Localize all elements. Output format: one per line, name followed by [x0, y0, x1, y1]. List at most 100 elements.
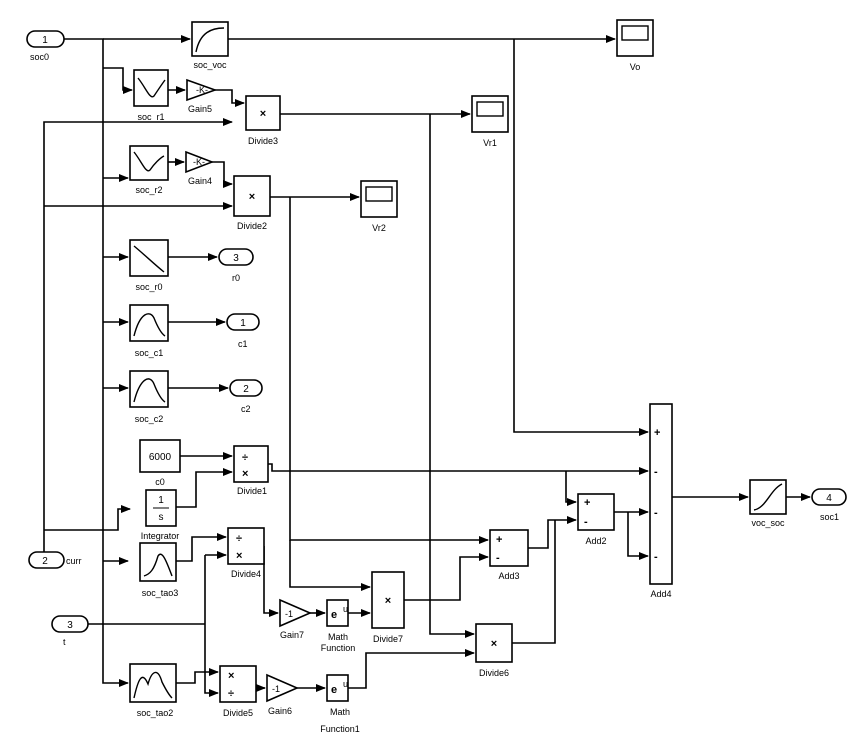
sum-add2[interactable]: + - Add2	[577, 493, 615, 546]
block-label: Function	[321, 643, 356, 653]
block-shape	[577, 493, 615, 531]
outport-c1[interactable]: 1 c1	[226, 313, 260, 349]
block-shape	[195, 27, 225, 53]
block-shape	[129, 663, 177, 703]
block-label: Divide3	[248, 136, 278, 146]
block-shape	[326, 674, 349, 702]
inport-soc0[interactable]: 1 soc0	[26, 30, 65, 62]
block-label: -	[654, 551, 658, 563]
block-shape	[476, 101, 504, 117]
block-label: Vr1	[483, 138, 497, 148]
gain-gain5[interactable]: -K- Gain5	[186, 78, 218, 114]
signal-line	[268, 463, 649, 475]
product-divide7[interactable]: × Divide7	[371, 571, 405, 644]
signal-line	[176, 468, 233, 508]
lookup-voc-soc[interactable]: voc_soc	[749, 479, 787, 528]
lookup-soc-c1[interactable]: soc_c1	[129, 304, 169, 358]
gain-gain4[interactable]: -K- Gain4	[185, 150, 215, 186]
block-label: -	[654, 507, 658, 519]
block-shape	[753, 483, 783, 511]
block-label: u	[343, 679, 348, 689]
signal-line	[528, 516, 577, 549]
signal-line	[263, 546, 279, 617]
scope-vr2[interactable]: Vr2	[360, 180, 398, 233]
scope-vo[interactable]: Vo	[616, 19, 654, 72]
constant-c0[interactable]: 6000 c0	[139, 439, 181, 487]
block-label: ÷	[236, 533, 242, 545]
block-shape	[218, 248, 254, 266]
signal-line	[429, 114, 475, 638]
scope-vr1[interactable]: Vr1	[471, 95, 509, 148]
inport-label: soc0	[30, 52, 49, 62]
outport-soc1[interactable]: 4 soc1	[811, 488, 847, 522]
signal-line	[44, 505, 131, 531]
outport-r0[interactable]: 3 r0	[218, 248, 254, 283]
block-label: ÷	[242, 452, 248, 464]
integrator[interactable]: 1 s Integrator	[141, 489, 180, 541]
block-label: u	[343, 604, 348, 614]
block-label: Add4	[650, 589, 671, 599]
block-label: Divide6	[479, 668, 509, 678]
block-label: soc_tao3	[142, 588, 179, 598]
block-shape	[326, 599, 349, 627]
block-label: ÷	[228, 688, 234, 700]
block-shape	[129, 304, 169, 342]
block-shape	[233, 445, 269, 483]
lookup-soc-c2[interactable]: soc_c2	[129, 370, 169, 424]
lookup-soc-r1[interactable]: soc_r1	[133, 69, 169, 122]
block-label: +	[654, 427, 660, 439]
block-shape	[137, 77, 166, 98]
product-divide2[interactable]: × Divide2	[233, 175, 271, 231]
math-function[interactable]: e u Math Function	[321, 599, 356, 653]
math-function1[interactable]: e u Math Function1	[320, 674, 360, 734]
lookup-soc-tao3[interactable]: soc_tao3	[139, 542, 179, 598]
block-label: 2	[243, 384, 249, 395]
block-label: Gain5	[188, 104, 212, 114]
lookup-soc-voc[interactable]: soc_voc	[191, 21, 229, 70]
block-label: soc_tao2	[137, 708, 174, 718]
sum-add4[interactable]: + - - - Add4	[649, 403, 673, 599]
gain-gain7[interactable]: -1 Gain7	[279, 598, 313, 640]
block-label: Function1	[320, 724, 360, 734]
block-shape	[489, 529, 529, 567]
block-label: Add2	[585, 536, 606, 546]
block-label: Divide2	[237, 221, 267, 231]
block-shape	[649, 403, 673, 585]
signal-line	[289, 197, 489, 544]
block-label: -K-	[193, 157, 205, 167]
outport-c2[interactable]: 2 c2	[229, 379, 263, 414]
signal-line	[513, 39, 649, 436]
inport-curr[interactable]: 2 curr	[28, 551, 82, 569]
block-shape	[139, 439, 181, 473]
inport-label: t	[63, 637, 66, 647]
block-label: s	[159, 512, 164, 523]
gain-gain6[interactable]: -1 Gain6	[266, 673, 300, 716]
block-label: 1	[158, 495, 164, 506]
signal-lines	[43, 35, 811, 697]
block-shape	[186, 78, 218, 102]
block-label: 2	[42, 556, 48, 567]
block-label: voc_soc	[751, 518, 785, 528]
lookup-soc-r2[interactable]: soc_r2	[129, 145, 169, 195]
divide-divide1[interactable]: ÷ × Divide1	[233, 445, 269, 496]
divide-divide5[interactable]: × ÷ Divide5	[219, 665, 257, 718]
block-shape	[133, 671, 173, 699]
product-divide6[interactable]: × Divide6	[475, 623, 513, 678]
product-divide3[interactable]: × Divide3	[245, 95, 281, 146]
block-label: Gain6	[268, 706, 292, 716]
divide-divide4[interactable]: ÷ × Divide4	[227, 527, 265, 579]
block-shape	[279, 598, 313, 628]
lookup-soc-r0[interactable]: soc_r0	[129, 239, 169, 292]
block-shape	[266, 673, 300, 703]
block-shape	[133, 69, 169, 107]
block-shape	[621, 25, 649, 41]
lookup-soc-tao2[interactable]: soc_tao2	[129, 663, 177, 718]
block-label: 1	[42, 35, 48, 46]
block-label: soc_c1	[135, 348, 164, 358]
sum-add3[interactable]: + - Add3	[489, 529, 529, 581]
block-label: 1	[240, 318, 246, 329]
inport-t[interactable]: 3 t	[51, 615, 89, 647]
block-label: Gain7	[280, 630, 304, 640]
signal-line	[212, 161, 233, 188]
outport-label: r0	[232, 273, 240, 283]
